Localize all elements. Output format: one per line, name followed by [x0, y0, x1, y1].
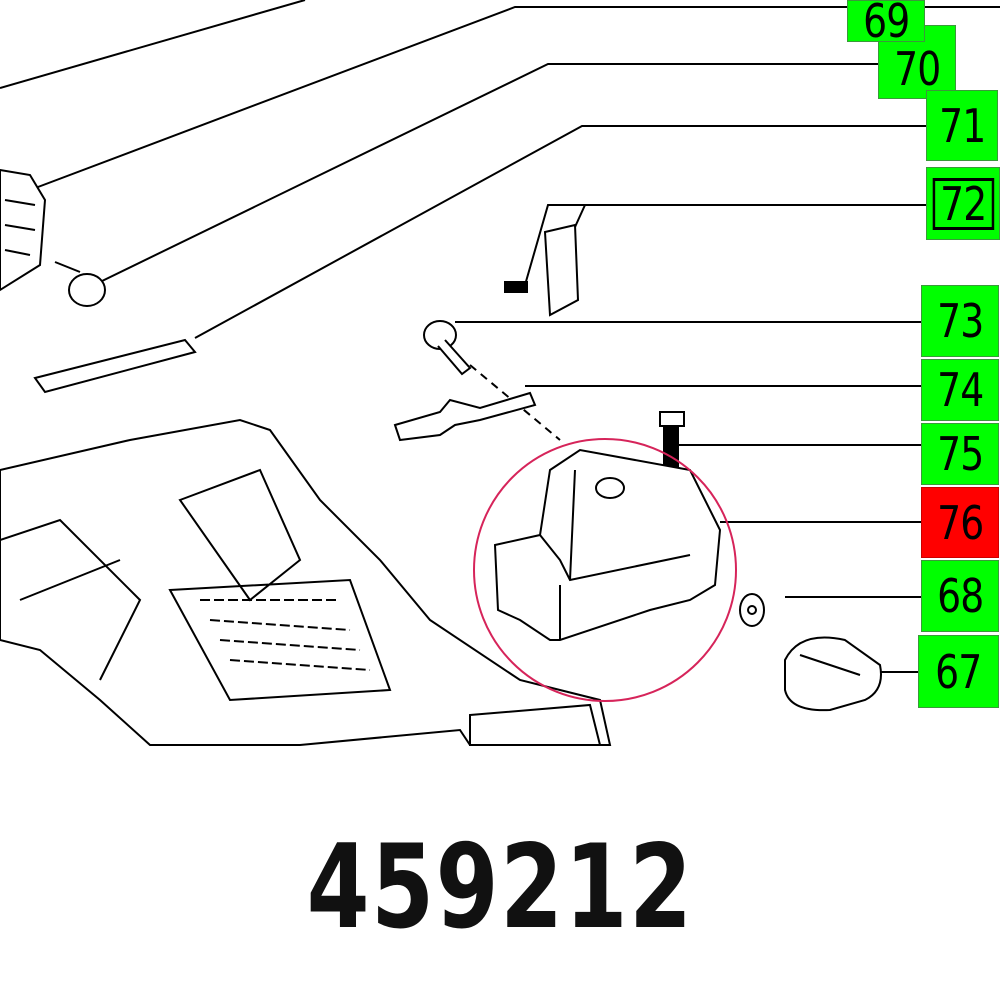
housing-part: [0, 168, 47, 292]
label-67[interactable]: 67: [918, 635, 999, 708]
knob-part: [68, 273, 106, 307]
leader-line-71: [194, 125, 926, 339]
highlight-circle: [473, 438, 737, 702]
base-grille: [200, 599, 371, 671]
part-number-text: 459212: [306, 820, 694, 955]
label-74[interactable]: 74: [921, 359, 999, 421]
housing-ribs: [4, 199, 36, 256]
leader-line-70: [99, 63, 878, 283]
label-75[interactable]: 75: [921, 423, 999, 485]
label-number: 76: [936, 495, 984, 550]
pin-part: [54, 261, 81, 273]
screw-shank: [437, 339, 472, 376]
clip-part: [543, 223, 580, 317]
label-number: 71: [938, 98, 986, 153]
cover-hole: [595, 477, 625, 499]
leader-line-72: [524, 204, 926, 286]
label-number: 70: [893, 42, 941, 96]
knob-part-67: [784, 636, 882, 712]
parts: [0, 168, 882, 746]
label-69[interactable]: 69: [847, 0, 925, 48]
label-number: 67: [935, 644, 982, 699]
base-block: [469, 703, 602, 746]
label-71[interactable]: 71: [926, 90, 998, 161]
label-73[interactable]: 73: [921, 285, 999, 357]
cover-details: [539, 469, 691, 640]
label-76[interactable]: 76: [921, 487, 999, 558]
screw-75-part: [659, 411, 685, 427]
label-number: 75: [936, 427, 984, 481]
small-pin-part: [504, 281, 528, 293]
washer-hole: [747, 605, 757, 615]
bar-part: [33, 338, 197, 394]
label-number: 68: [936, 569, 984, 623]
leader-line-69b: [29, 6, 847, 191]
label-68[interactable]: 68: [921, 560, 999, 632]
base-details: [0, 468, 392, 702]
label-number: 72: [932, 177, 994, 230]
label-number: 74: [936, 363, 984, 417]
leader-line: [0, 0, 306, 89]
part-number: 459212: [0, 820, 1000, 955]
knob-detail: [799, 654, 861, 676]
bracket-part: [393, 391, 537, 442]
label-number: 73: [936, 294, 984, 348]
label-72[interactable]: 72: [926, 167, 1000, 240]
label-number: 69: [862, 0, 910, 48]
